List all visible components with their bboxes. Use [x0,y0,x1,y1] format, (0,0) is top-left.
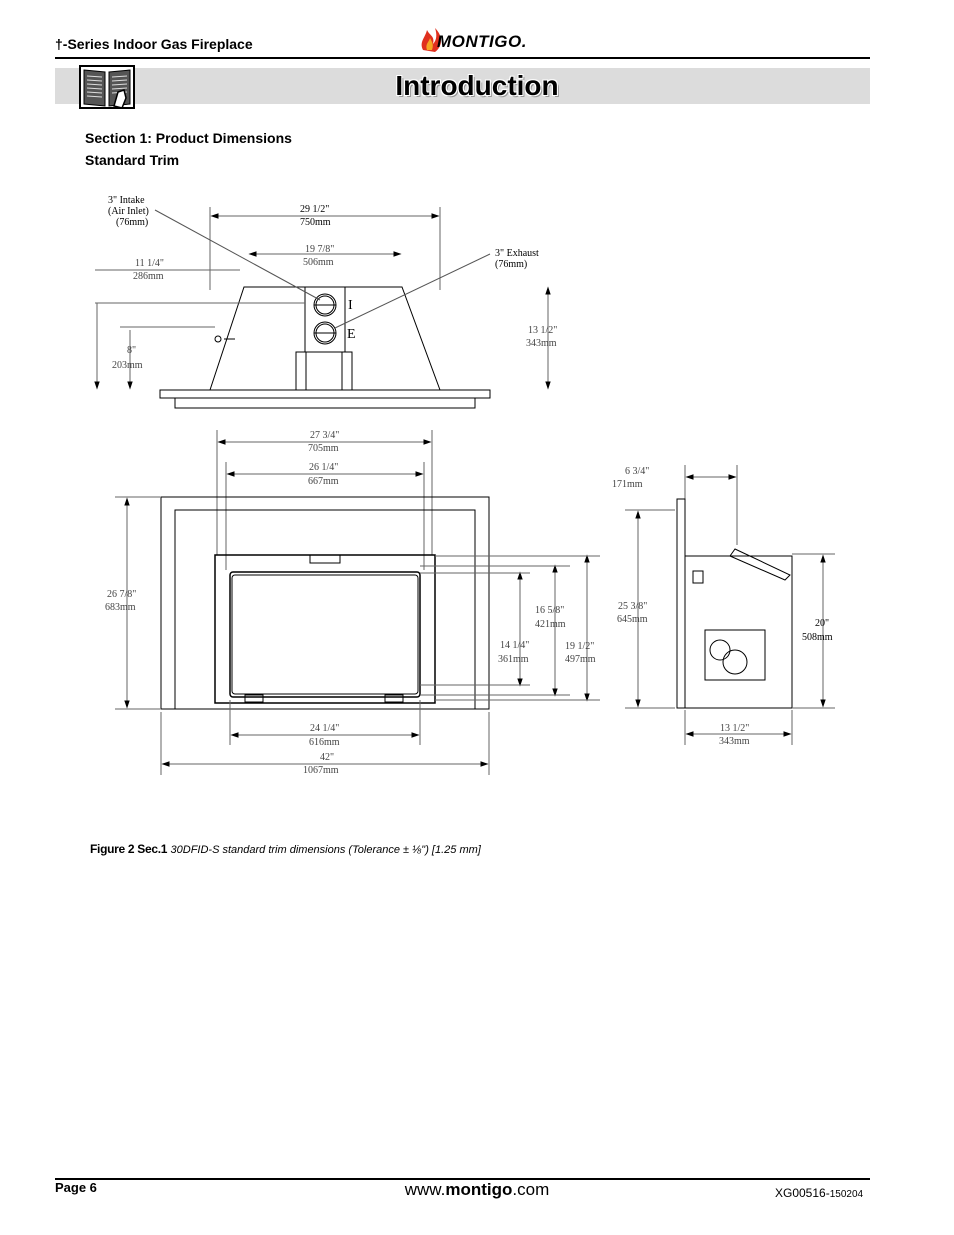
header-divider [55,57,870,59]
dim-19-7-8: 19 7/8" [305,244,334,255]
dim-11-1-4: 11 1/4" [135,258,164,269]
dim-20: 20" [815,618,829,629]
figure-caption-label: Figure 2 Sec.1 [90,842,168,856]
manual-book-icon [79,65,135,109]
dim-421mm: 421mm [535,619,566,630]
front-view-drawing [115,430,600,775]
intake-label-line2: (Air Inlet) [108,206,149,217]
dim-13-1-2-side: 13 1/2" [720,723,749,734]
top-view-drawing [94,207,551,409]
dim-683mm: 683mm [105,602,136,613]
dim-13-1-2-top: 13 1/2" [528,325,557,336]
dim-26-7-8: 26 7/8" [107,589,136,600]
figure-caption: Figure 2 Sec.1 30DFID-S standard trim di… [90,842,481,856]
section-banner [55,68,870,104]
exhaust-label-line1: 3" Exhaust [495,248,539,259]
dim-667mm: 667mm [308,476,339,487]
dim-24-1-4: 24 1/4" [310,723,339,734]
exhaust-label-line2: (76mm) [495,259,527,270]
document-number: XG00516-150204 [775,1186,863,1200]
montigo-flame-logo-icon [421,28,441,52]
dim-616mm: 616mm [309,737,340,748]
dim-361mm: 361mm [498,654,529,665]
dim-1067mm: 1067mm [303,765,339,776]
montigo-logo-text: MONTIGO. [437,32,527,51]
dim-171mm: 171mm [612,479,643,490]
dim-286mm: 286mm [133,271,164,282]
intake-mark: I [348,298,353,313]
url-suffix: .com [512,1180,550,1199]
side-view-drawing [625,465,835,745]
document-date: 150204 [829,1189,864,1200]
url-prefix: www. [404,1180,446,1199]
page-number: Page 6 [55,1180,97,1195]
dim-14-1-4: 14 1/4" [500,640,529,651]
document-code: XG00516- [775,1186,830,1200]
intake-label-line3: (76mm) [116,217,148,228]
dim-29-1-2: 29 1/2" [300,204,329,215]
url-brand: montigo [445,1180,513,1199]
dim-16-5-8: 16 5/8" [535,605,564,616]
dim-27-3-4: 27 3/4" [310,430,339,441]
dim-506mm: 506mm [303,257,334,268]
dim-26-1-4: 26 1/4" [309,462,338,473]
intake-label-line1: 3" Intake [108,195,145,206]
website-url[interactable]: www.montigo.com [0,1180,954,1200]
dim-645mm: 645mm [617,614,648,625]
dim-42: 42" [320,752,334,763]
dimension-drawing: 3" Intake (Air Inlet) (76mm) 3" Exhaust … [94,195,835,776]
page-title: Introduction [395,70,559,101]
dim-19-1-2: 19 1/2" [565,641,594,652]
dim-8: 8" [127,345,136,356]
figure-caption-text: 30DFID-S standard trim dimensions (Toler… [170,844,481,856]
section-heading: Section 1: Product Dimensions [85,130,292,146]
dim-203mm: 203mm [112,360,143,371]
dim-25-3-8: 25 3/8" [618,601,647,612]
dim-508mm: 508mm [802,632,833,643]
document-header-title: †-Series Indoor Gas Fireplace [55,36,253,52]
dim-705mm: 705mm [308,443,339,454]
dim-497mm: 497mm [565,654,596,665]
dim-6-3-4: 6 3/4" [625,466,649,477]
exhaust-mark: E [347,327,356,342]
dim-750mm: 750mm [300,217,331,228]
section-subheading: Standard Trim [85,152,180,168]
dim-343mm-side: 343mm [719,736,750,747]
footer-divider [55,1178,870,1180]
dim-343mm-top: 343mm [526,338,557,349]
